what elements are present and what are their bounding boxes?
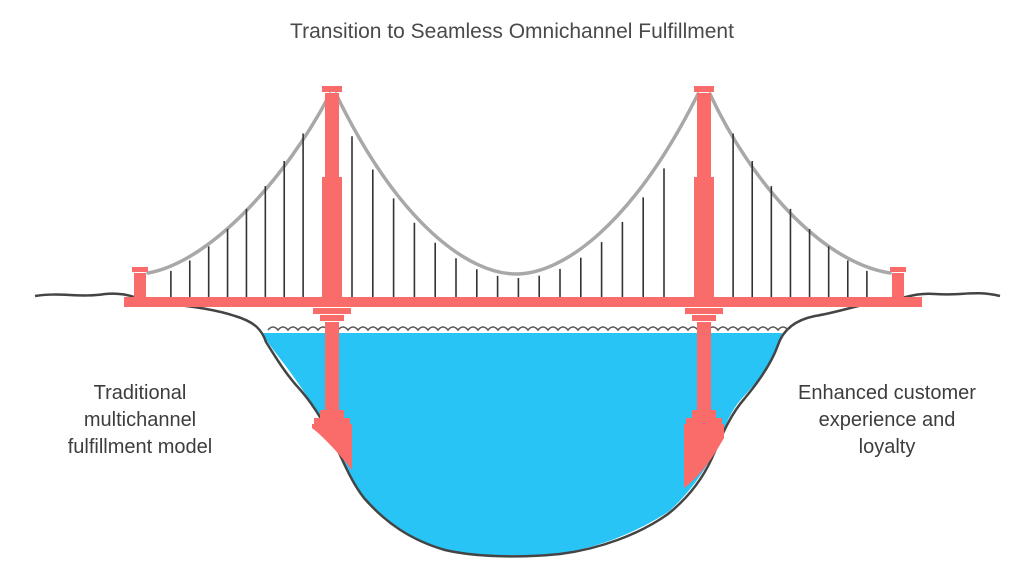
right-label-line: loyalty bbox=[858, 436, 916, 458]
water-area bbox=[262, 333, 782, 556]
left-anchorage bbox=[132, 267, 148, 297]
main-cable-center-span bbox=[334, 92, 700, 276]
main-cable-right-span bbox=[708, 92, 892, 275]
left-label-line: multichannel bbox=[83, 409, 197, 431]
right-tower bbox=[684, 86, 724, 488]
suspender-cables bbox=[170, 133, 868, 297]
left-tower bbox=[312, 86, 352, 470]
right-label-line: Enhanced customer bbox=[798, 382, 976, 404]
left-label-line: Traditional bbox=[93, 382, 187, 404]
ground-outline bbox=[34, 292, 1001, 558]
right-anchorage bbox=[890, 267, 906, 297]
diagram-title: Transition to Seamless Omnichannel Fulfi… bbox=[290, 20, 734, 43]
right-bank-label: Enhanced customer experience and loyalty bbox=[782, 380, 992, 461]
left-bank-label: Traditional multichannel fulfillment mod… bbox=[40, 380, 240, 461]
bridge-deck bbox=[124, 297, 922, 307]
right-label-line: experience and bbox=[818, 409, 956, 431]
left-label-line: fulfillment model bbox=[67, 436, 213, 458]
main-cable-left-span bbox=[146, 92, 332, 275]
